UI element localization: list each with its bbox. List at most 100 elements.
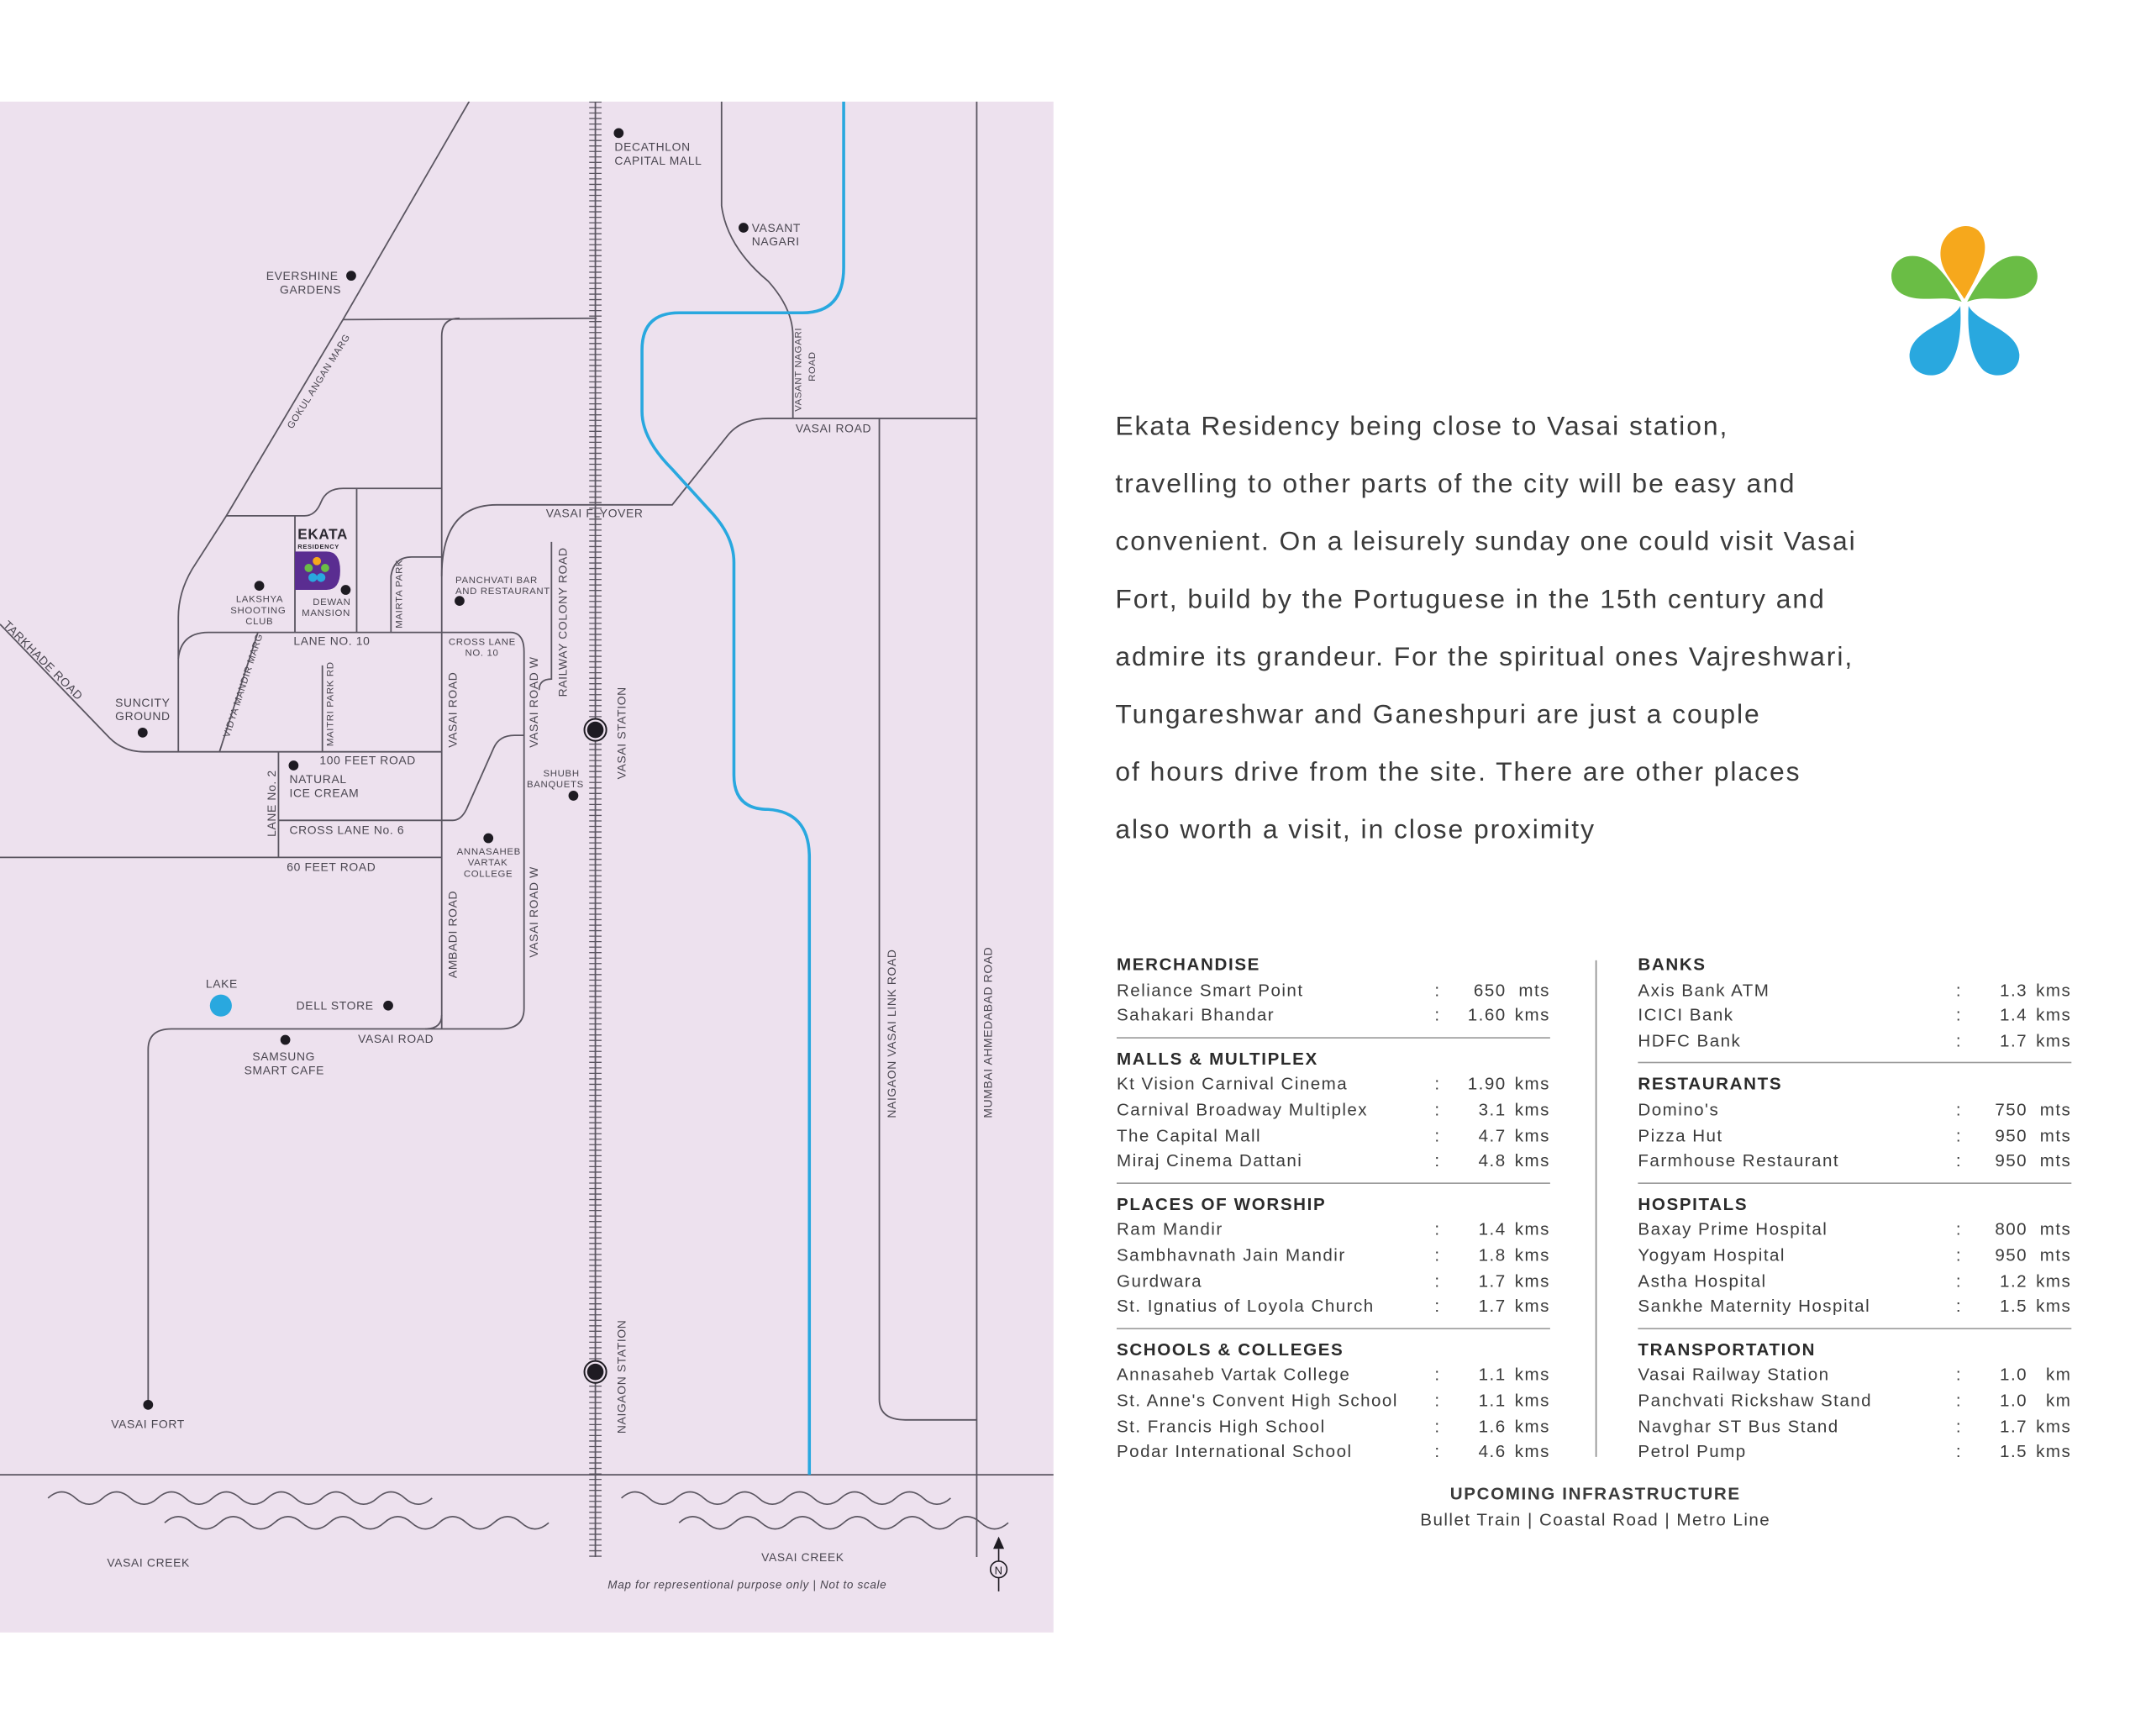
map-label: NO. 10 xyxy=(465,648,498,658)
distance-value: 1.7 xyxy=(2000,1416,2028,1436)
logo-petal-blue-right xyxy=(1968,306,2020,376)
place-name: Yogyam Hospital xyxy=(1638,1245,1785,1265)
place-name: Sambhavnath Jain Mandir xyxy=(1116,1245,1346,1265)
station-naigaon-icon[interactable] xyxy=(583,1360,607,1384)
map-label: VASAI ROAD W xyxy=(527,866,540,958)
ekata-flower-logo xyxy=(1891,226,2038,376)
about-line: admire its grandeur. For the spiritual o… xyxy=(1115,642,1854,672)
separator: : xyxy=(1434,1125,1441,1145)
map-label: MUMBAI AHMEDABAD ROAD xyxy=(981,947,994,1118)
about-line: Ekata Residency being close to Vasai sta… xyxy=(1115,411,1729,442)
distance-unit: mts xyxy=(2039,1151,2072,1170)
place-name: St. Ignatius of Loyola Church xyxy=(1116,1297,1375,1316)
distance-unit: kms xyxy=(1514,1365,1550,1385)
separator: : xyxy=(1434,1270,1441,1291)
distance-value: 1.4 xyxy=(2000,1006,2028,1025)
map-label: NAIGAON VASAI LINK ROAD xyxy=(885,949,898,1118)
distance-value: 1.3 xyxy=(2000,980,2028,1000)
place-name: Podar International School xyxy=(1116,1442,1353,1461)
upcoming-infrastructure: UPCOMING INFRASTRUCTURE Bullet Train | C… xyxy=(1321,1481,1870,1533)
map-background xyxy=(0,101,1054,1633)
distance-value: 4.7 xyxy=(1478,1125,1507,1145)
separator: : xyxy=(1955,1245,1963,1265)
distance-unit: kms xyxy=(1514,1125,1550,1145)
category-title: SCHOOLS & COLLEGES xyxy=(1116,1339,1344,1360)
separator: : xyxy=(1434,1006,1441,1025)
map-label: MAIRTA PARK xyxy=(394,560,404,629)
map-label: ANNASAHEB xyxy=(457,847,521,857)
distance-unit: kms xyxy=(1514,1100,1550,1120)
category-title: HOSPITALS xyxy=(1638,1194,1749,1214)
distance-value: 4.8 xyxy=(1478,1151,1507,1170)
distance-unit: mts xyxy=(2039,1245,2072,1265)
distance-unit: kms xyxy=(1514,1270,1550,1291)
place-name: Astha Hospital xyxy=(1638,1270,1767,1291)
separator: : xyxy=(1434,1297,1441,1316)
separator: : xyxy=(1955,980,1963,1000)
map-label: VASAI FORT xyxy=(111,1418,185,1431)
place-name: St. Anne's Convent High School xyxy=(1116,1391,1398,1411)
map-label: 100 FEET ROAD xyxy=(319,753,416,766)
logo-petal-green-right xyxy=(1967,255,2038,302)
separator: : xyxy=(1434,1219,1441,1239)
category-title: BANKS xyxy=(1638,955,1707,975)
map-label: VASANT xyxy=(752,221,801,234)
map-label: SHOOTING xyxy=(230,606,286,616)
upcoming-text: Bullet Train | Coastal Road | Metro Line xyxy=(1420,1509,1771,1529)
separator: : xyxy=(1955,1442,1963,1461)
place-markers xyxy=(137,128,749,1410)
separator: : xyxy=(1955,1219,1963,1239)
distance-value: 1.5 xyxy=(2000,1442,2028,1461)
distance-unit: kms xyxy=(1514,1245,1550,1265)
separator: : xyxy=(1955,1125,1963,1145)
separator: : xyxy=(1434,1245,1441,1265)
place-name: Farmhouse Restaurant xyxy=(1638,1151,1840,1170)
station-vasai-icon[interactable] xyxy=(583,718,607,742)
ekata-residency-marker[interactable]: EKATA RESIDENCY xyxy=(295,526,348,591)
place-name: Panchvati Rickshaw Stand xyxy=(1638,1391,1873,1411)
distance-unit: kms xyxy=(1514,1219,1550,1239)
separator: : xyxy=(1955,1151,1963,1170)
place-name: Domino's xyxy=(1638,1100,1720,1120)
distance-unit: kms xyxy=(2036,1031,2072,1051)
map-disclaimer: Map for representional purpose only | No… xyxy=(607,1579,886,1591)
distance-value: 1.60 xyxy=(1467,1006,1507,1025)
logo-petal-orange xyxy=(1940,226,1985,299)
distance-value: 1.5 xyxy=(2000,1297,2028,1316)
location-map[interactable]: EKATA RESIDENCY DECATHLON CAPITAL MALL V… xyxy=(0,101,1054,1633)
map-label: ROAD xyxy=(807,351,818,381)
distance-unit: mts xyxy=(2039,1100,2072,1120)
north-arrow-icon: N xyxy=(989,1536,1008,1591)
map-label: VASAI FLYOVER xyxy=(546,507,644,520)
distance-value: 4.6 xyxy=(1478,1442,1507,1461)
separator: : xyxy=(1434,1151,1441,1170)
lake-icon xyxy=(209,994,232,1017)
creek-waves xyxy=(47,1491,1009,1530)
distance-value: 1.7 xyxy=(1478,1270,1507,1291)
distance-unit: kms xyxy=(2036,980,2072,1000)
map-label: VASANT NAGARI xyxy=(793,328,803,412)
map-label: MAITRI PARK RD xyxy=(326,661,336,746)
about-line: Tungareshwar and Ganeshpuri are just a c… xyxy=(1115,699,1761,730)
separator: : xyxy=(1434,980,1441,1000)
about-line: travelling to other parts of the city wi… xyxy=(1115,469,1796,500)
flower-icon xyxy=(304,556,329,582)
distance-unit: kms xyxy=(1514,1442,1550,1461)
distance-value: 750 xyxy=(1995,1100,2028,1120)
distance-value: 3.1 xyxy=(1478,1100,1507,1120)
logo-petal-blue-left xyxy=(1909,306,1961,376)
place-name: Vasai Railway Station xyxy=(1638,1365,1830,1385)
distance-unit: kms xyxy=(1514,1297,1550,1316)
